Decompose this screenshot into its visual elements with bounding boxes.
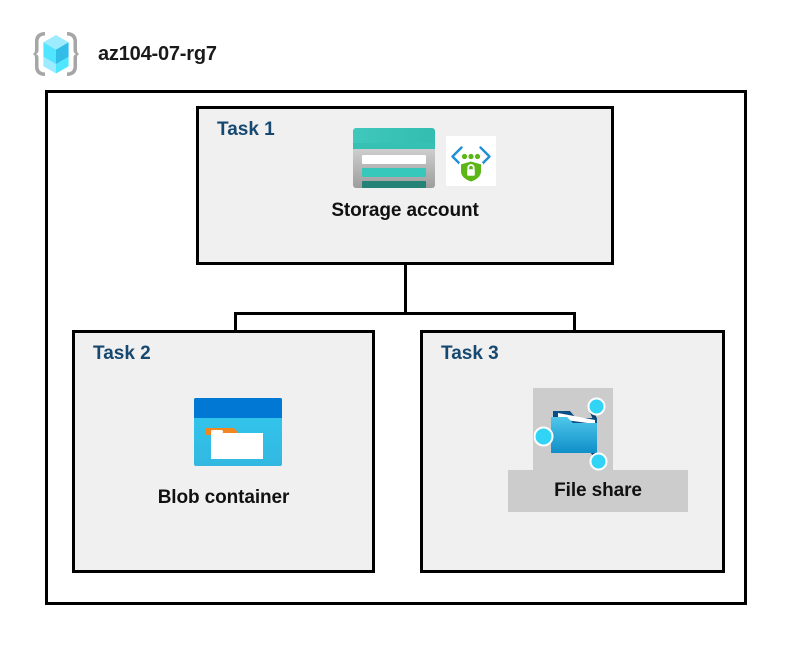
task-3-label: Task 3 bbox=[441, 343, 499, 364]
resource-group-cube-icon bbox=[30, 28, 82, 80]
blob-container-node-label: Blob container bbox=[157, 487, 290, 508]
storage-account-node-label: Storage account bbox=[331, 200, 479, 221]
storage-account-icon[interactable] bbox=[350, 126, 438, 195]
connector-trunk-from-storage-account bbox=[404, 265, 407, 315]
task-1-label: Task 1 bbox=[217, 119, 275, 140]
resource-group-header: az104-07-rg7 bbox=[30, 28, 217, 80]
file-share-label-selection-highlight bbox=[508, 470, 688, 512]
connector-horizontal-bus bbox=[234, 312, 576, 315]
resource-group-title: az104-07-rg7 bbox=[98, 42, 217, 65]
file-share-node-label: File share bbox=[554, 480, 642, 501]
secure-endpoint-shield-icon[interactable] bbox=[446, 136, 496, 191]
file-share-icon[interactable] bbox=[533, 389, 614, 476]
task-2-label: Task 2 bbox=[93, 343, 151, 364]
blob-container-icon[interactable] bbox=[192, 396, 284, 473]
